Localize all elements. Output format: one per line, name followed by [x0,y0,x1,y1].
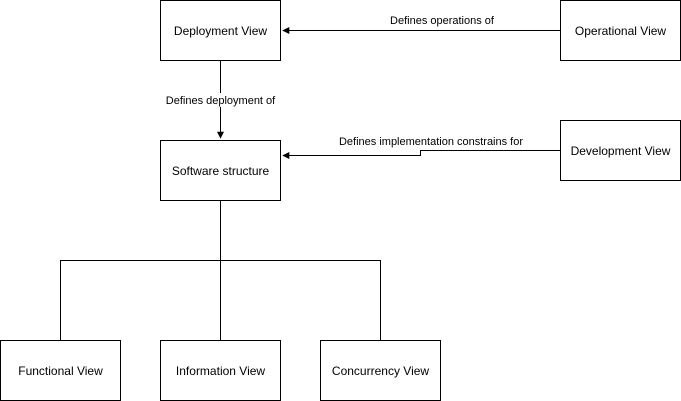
node-information-view[interactable]: Information View [160,340,281,401]
edge-label-defines-implementation: Defines implementation constrains for [339,136,523,148]
edge-label-defines-operations: Defines operations of [390,15,495,27]
node-label: Functional View [18,364,103,378]
edge-label-defines-deployment: Defines deployment of [166,95,276,107]
node-software-structure[interactable]: Software structure [160,140,281,201]
node-concurrency-view[interactable]: Concurrency View [320,340,441,401]
node-label: Operational View [575,24,667,38]
node-label: Concurrency View [332,364,429,378]
node-label: Development View [571,144,671,158]
node-development-view[interactable]: Development View [560,120,681,181]
node-label: Deployment View [174,24,267,38]
node-label: Information View [176,364,265,378]
aggregation-branches [60,260,381,340]
node-functional-view[interactable]: Functional View [0,340,121,401]
node-deployment-view[interactable]: Deployment View [160,0,281,61]
edge-label-background [164,93,277,107]
edge-development-to-software [282,150,560,159]
node-label: Software structure [172,164,270,178]
node-operational-view[interactable]: Operational View [560,0,681,61]
